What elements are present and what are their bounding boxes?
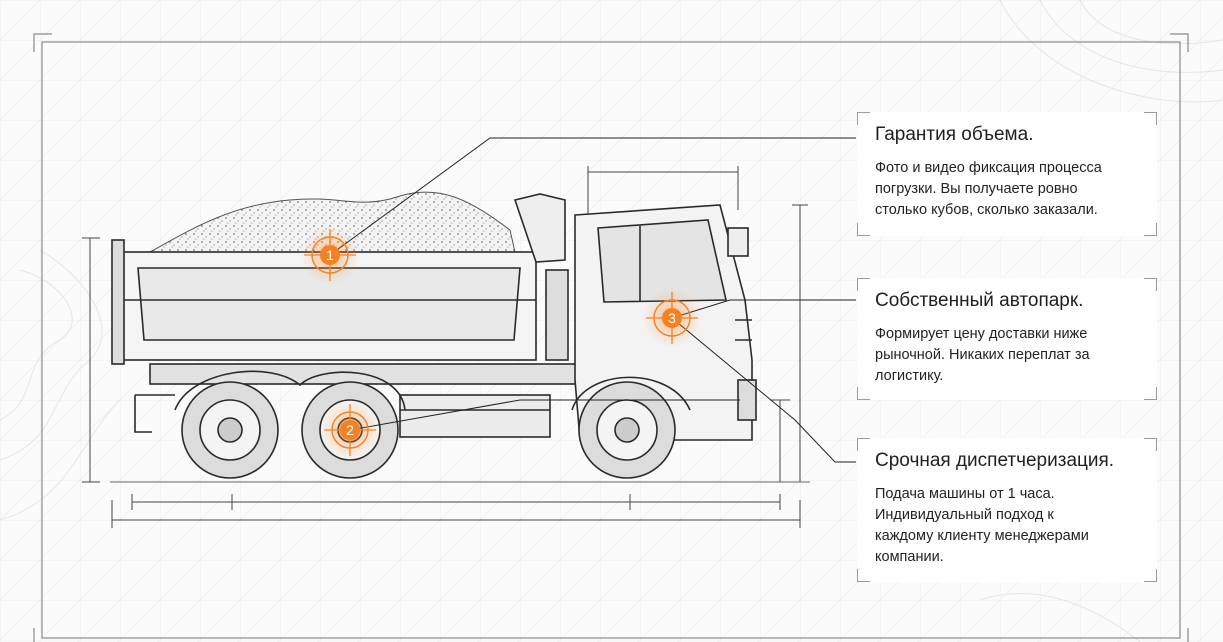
card-body: Формирует цену доставки ниже рыночной. Н… [875, 324, 1090, 387]
card-corner [1144, 438, 1157, 451]
card-title: Срочная диспетчеризация. [875, 450, 1115, 471]
card-corner [857, 438, 870, 451]
wheel-front [578, 381, 676, 479]
frame [33, 33, 1189, 642]
marker-1[interactable]: 1 [300, 225, 360, 285]
marker-3-label: 3 [668, 310, 676, 326]
card-line: Индивидуальный подход к [875, 507, 1054, 523]
card-corner [857, 387, 870, 400]
card-corner [1144, 387, 1157, 400]
card-body: Фото и видео фиксация процесса погрузки.… [875, 158, 1102, 221]
dimension-lines [82, 166, 810, 528]
card-line: логистику. [875, 368, 944, 384]
card-corner [1144, 278, 1157, 291]
leader-lines [329, 137, 856, 463]
card-own-fleet: Собственный автопарк. Формирует цену дос… [857, 278, 1157, 400]
wheel-rear-1 [181, 381, 279, 479]
card-corner [1144, 569, 1157, 582]
card-line: компании. [875, 549, 944, 565]
marker-2-label: 2 [346, 422, 354, 438]
card-line: рыночной. Никаких переплат за [875, 347, 1090, 363]
card-line: столько кубов, сколько заказали. [875, 202, 1098, 218]
gravel-load [149, 191, 516, 253]
card-line: погрузки. Вы получаете ровно [875, 181, 1078, 197]
card-line: Фото и видео фиксация процесса [875, 160, 1102, 176]
card-corner [857, 223, 870, 236]
card-title: Собственный автопарк. [875, 290, 1084, 311]
card-line: каждому клиенту менеджерами [875, 528, 1089, 544]
card-line: Подача машины от 1 часа. [875, 486, 1055, 502]
marker-1-label: 1 [326, 247, 334, 263]
card-volume-guarantee: Гарантия объема. Фото и видео фиксация п… [857, 112, 1157, 236]
card-corner [857, 112, 870, 125]
card-title: Гарантия объема. [875, 124, 1034, 145]
card-urgent-dispatch: Срочная диспетчеризация. Подача машины о… [857, 438, 1157, 582]
card-corner [1144, 223, 1157, 236]
card-line: Формирует цену доставки ниже [875, 326, 1088, 342]
card-corner [857, 569, 870, 582]
marker-3[interactable]: 3 [642, 288, 702, 348]
card-corner [1144, 112, 1157, 125]
marker-2[interactable]: 2 [320, 400, 380, 460]
card-corner [857, 278, 870, 291]
card-body: Подача машины от 1 часа. Индивидуальный … [875, 484, 1089, 568]
